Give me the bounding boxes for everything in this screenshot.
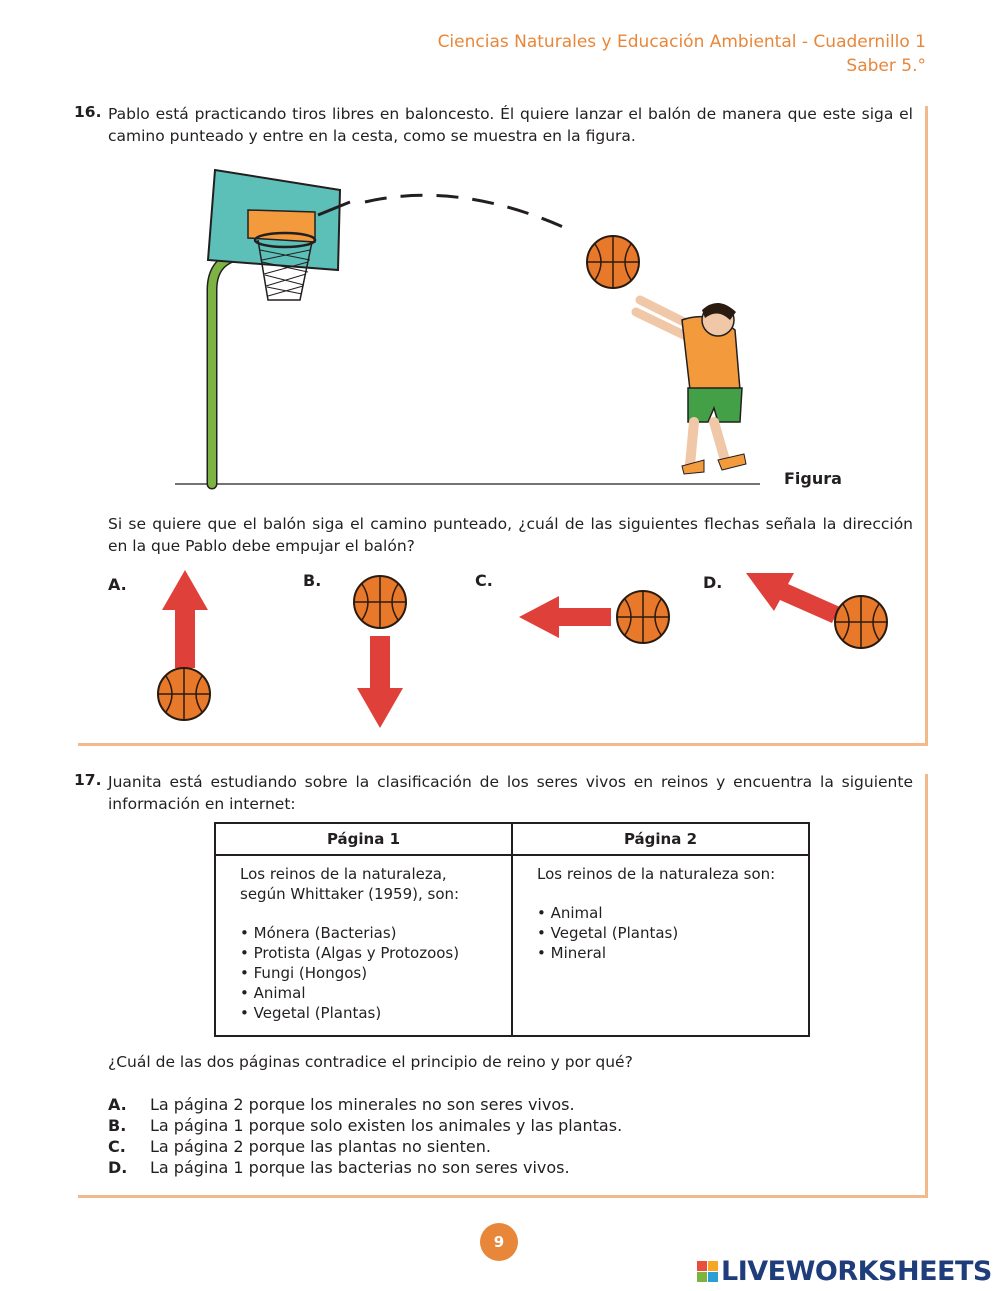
list-item: Vegetal (Plantas) — [240, 1003, 491, 1023]
table-header-page2: Página 2 — [511, 822, 810, 856]
list-item: Mónera (Bacterias) — [240, 923, 491, 943]
ball-icon — [157, 667, 211, 721]
q17-frame-right — [925, 774, 928, 1198]
q16-question: Si se quiere que el balón siga el camino… — [108, 515, 913, 555]
q17-frame-bottom — [78, 1195, 928, 1198]
answer-a[interactable]: A. La página 2 porque los minerales no so… — [108, 1095, 575, 1116]
left-arrow-icon — [519, 596, 611, 638]
liveworksheets-logo[interactable]: LIVEWORKSHEETS — [697, 1256, 992, 1287]
header-title: Ciencias Naturales y Educación Ambiental… — [437, 32, 926, 52]
page1-intro: Los reinos de la naturaleza, según Whitt… — [240, 865, 460, 903]
list-item: Animal — [240, 983, 491, 1003]
basketball-figure — [175, 168, 760, 490]
ball-in-flight — [586, 235, 640, 289]
kingdoms-table: Página 1 Página 2 Los reinos de la natur… — [214, 822, 810, 1037]
page2-cell: Los reinos de la naturaleza son: Animal … — [511, 854, 810, 1037]
up-arrow-icon — [162, 570, 208, 668]
page1-cell: Los reinos de la naturaleza, según Whitt… — [214, 854, 513, 1037]
option-b-label[interactable]: B. — [303, 571, 322, 590]
page-number-badge: 9 — [480, 1223, 518, 1261]
answer-b[interactable]: B. La página 1 porque solo existen los an… — [108, 1116, 622, 1137]
ball-icon — [353, 575, 407, 629]
q17-question: ¿Cuál de las dos páginas contradice el p… — [108, 1053, 633, 1071]
q17-number: 17. — [74, 771, 102, 789]
q17-statement: Juanita está estudiando sobre la clasifi… — [108, 773, 913, 813]
table-header-page1: Página 1 — [214, 822, 513, 856]
list-item: Protista (Algas y Protozoos) — [240, 943, 491, 963]
answer-letter: D. — [108, 1158, 128, 1177]
up-left-arrow-icon — [746, 573, 840, 623]
brand-name: LIVEWORKSHEETS — [721, 1256, 992, 1287]
answer-letter: C. — [108, 1137, 126, 1156]
option-a-figure[interactable] — [150, 568, 220, 730]
page2-intro: Los reinos de la naturaleza son: — [537, 865, 776, 883]
figure-label: Figura — [784, 469, 842, 488]
list-item: Fungi (Hongos) — [240, 963, 491, 983]
answer-c[interactable]: C. La página 2 porque las plantas no sien… — [108, 1137, 491, 1158]
answer-text: La página 2 porque las plantas no siente… — [150, 1137, 491, 1156]
option-b-figure[interactable] — [345, 568, 415, 730]
answer-d[interactable]: D. La página 1 porque las bacterias no so… — [108, 1158, 570, 1179]
answer-letter: B. — [108, 1116, 127, 1135]
answer-text: La página 1 porque solo existen los anim… — [150, 1116, 623, 1135]
logo-blocks — [697, 1261, 718, 1282]
list-item: Mineral — [537, 943, 788, 963]
list-item: Vegetal (Plantas) — [537, 923, 788, 943]
option-c-label[interactable]: C. — [475, 571, 493, 590]
page1-list: Mónera (Bacterias) Protista (Algas y Pro… — [240, 923, 491, 1023]
option-d-label[interactable]: D. — [703, 573, 723, 592]
ball-icon — [616, 590, 670, 644]
ball-icon — [834, 595, 888, 649]
down-arrow-icon — [357, 636, 403, 728]
q16-frame-bottom — [78, 743, 928, 746]
answer-text: La página 1 porque las bacterias no son … — [150, 1158, 570, 1177]
option-c-figure[interactable] — [515, 582, 680, 652]
option-d-figure[interactable] — [742, 565, 902, 660]
header-grade: Saber 5.° — [846, 56, 926, 76]
list-item: Animal — [537, 903, 788, 923]
q16-frame-right — [925, 106, 928, 746]
q16-number: 16. — [74, 103, 102, 121]
answer-letter: A. — [108, 1095, 127, 1114]
option-a-label[interactable]: A. — [108, 575, 127, 594]
page2-list: Animal Vegetal (Plantas) Mineral — [537, 903, 788, 963]
answer-text: La página 2 porque los minerales no son … — [150, 1095, 575, 1114]
q16-statement: Pablo está practicando tiros libres en b… — [108, 105, 913, 145]
